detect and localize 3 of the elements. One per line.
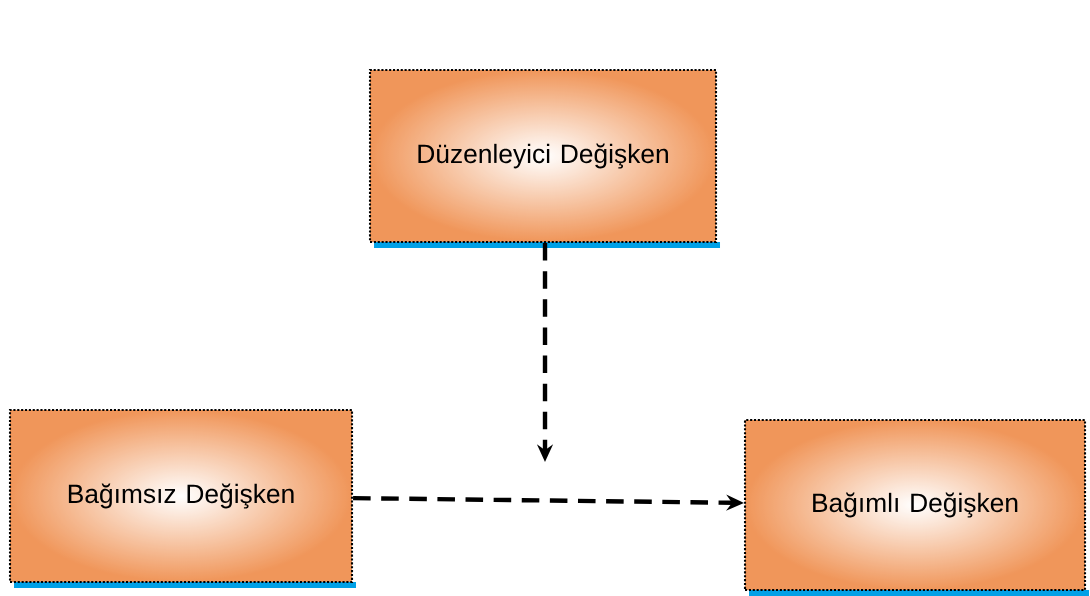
variable-box: Bağımlı Değişken (743, 418, 1089, 596)
variable-box: Bağımsız Değişken (8, 408, 356, 588)
variable-box: Düzenleyici Değişken (368, 68, 720, 248)
